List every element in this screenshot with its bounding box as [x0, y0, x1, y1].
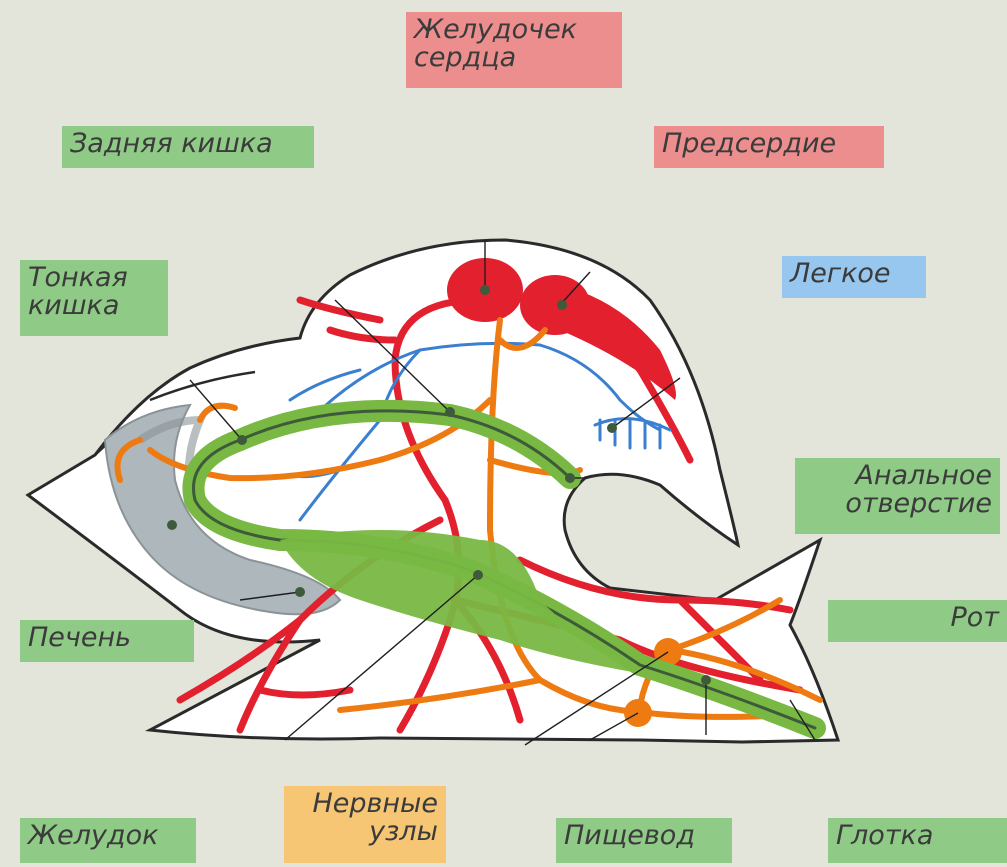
label-stomach: Желудок [20, 818, 196, 863]
label-anus: Анальное отверстие [795, 458, 1000, 534]
label-atrium: Предсердие [654, 126, 884, 168]
label-mouth: Рот [828, 600, 1007, 642]
label-pharynx: Глотка [828, 818, 1007, 863]
label-small-intestine: Тонкая кишка [20, 260, 168, 336]
label-ventricle: Желудочек сердца [406, 12, 622, 88]
label-liver: Печень [20, 620, 194, 662]
label-ganglia: Нервные узлы [284, 786, 446, 863]
label-esophagus: Пищевод [556, 818, 732, 863]
label-hindgut: Задняя кишка [62, 126, 314, 168]
label-lung: Легкое [782, 256, 926, 298]
